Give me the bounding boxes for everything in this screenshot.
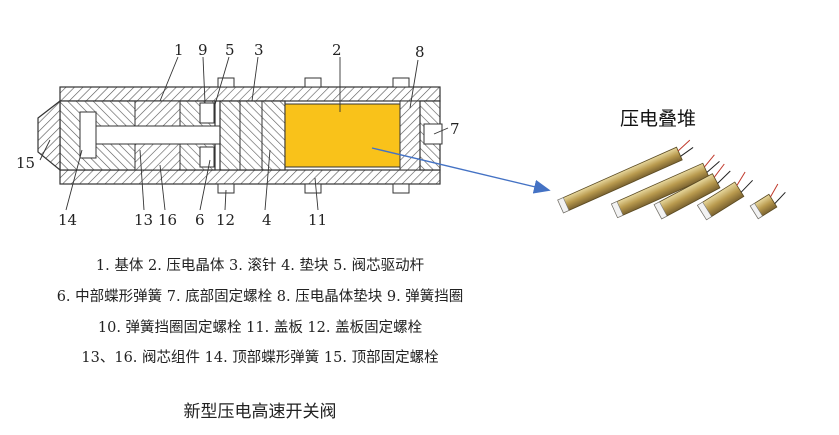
pointer-arrow [371, 147, 551, 194]
valve-body [37, 77, 443, 194]
legend-line: 6. 中部蝶形弹簧 7. 底部固定螺栓 8. 压电晶体垫块 9. 弹簧挡圈 [56, 289, 464, 305]
legend-line: 1. 基体 2. 压电晶体 3. 滚针 4. 垫块 5. 阀芯驱动杆 [95, 258, 425, 274]
legend-line: 10. 弹簧挡圈固定螺栓 11. 盖板 12. 盖板固定螺栓 [97, 320, 423, 336]
legend-line: 13、16. 阀芯组件 14. 顶部蝶形弹簧 15. 顶部固定螺栓 [81, 350, 439, 366]
piezo-crystal [284, 103, 401, 168]
part-number: 12 [216, 211, 235, 229]
part-numbers: 1 2 3 4 5 6 7 8 9 11 12 13 14 15 16 [16, 41, 460, 229]
piezo-rod [696, 171, 753, 221]
part-number: 1 [174, 41, 184, 59]
part-number: 9 [198, 41, 208, 59]
part-number: 4 [262, 211, 272, 229]
piezo-stack-photo [557, 139, 786, 221]
piezo-stack-title: 压电叠堆 [620, 108, 697, 130]
part-number: 7 [450, 120, 460, 138]
part-number: 6 [195, 211, 205, 229]
piezo-rod [610, 154, 720, 219]
part-number: 15 [16, 154, 35, 172]
part-number: 2 [332, 41, 342, 59]
part-number: 3 [254, 41, 264, 59]
piezo-rod [557, 139, 694, 214]
part-number: 8 [415, 43, 425, 61]
piezo-rod [749, 183, 786, 220]
part-number: 16 [158, 211, 177, 229]
part-number: 11 [308, 211, 327, 229]
leader-lines [39, 56, 449, 211]
part-number: 5 [225, 41, 235, 59]
piezo-rod [653, 163, 731, 220]
figure-caption: 新型压电高速开关阀 [183, 402, 337, 422]
part-number: 13 [134, 211, 153, 229]
part-number: 14 [58, 211, 77, 229]
